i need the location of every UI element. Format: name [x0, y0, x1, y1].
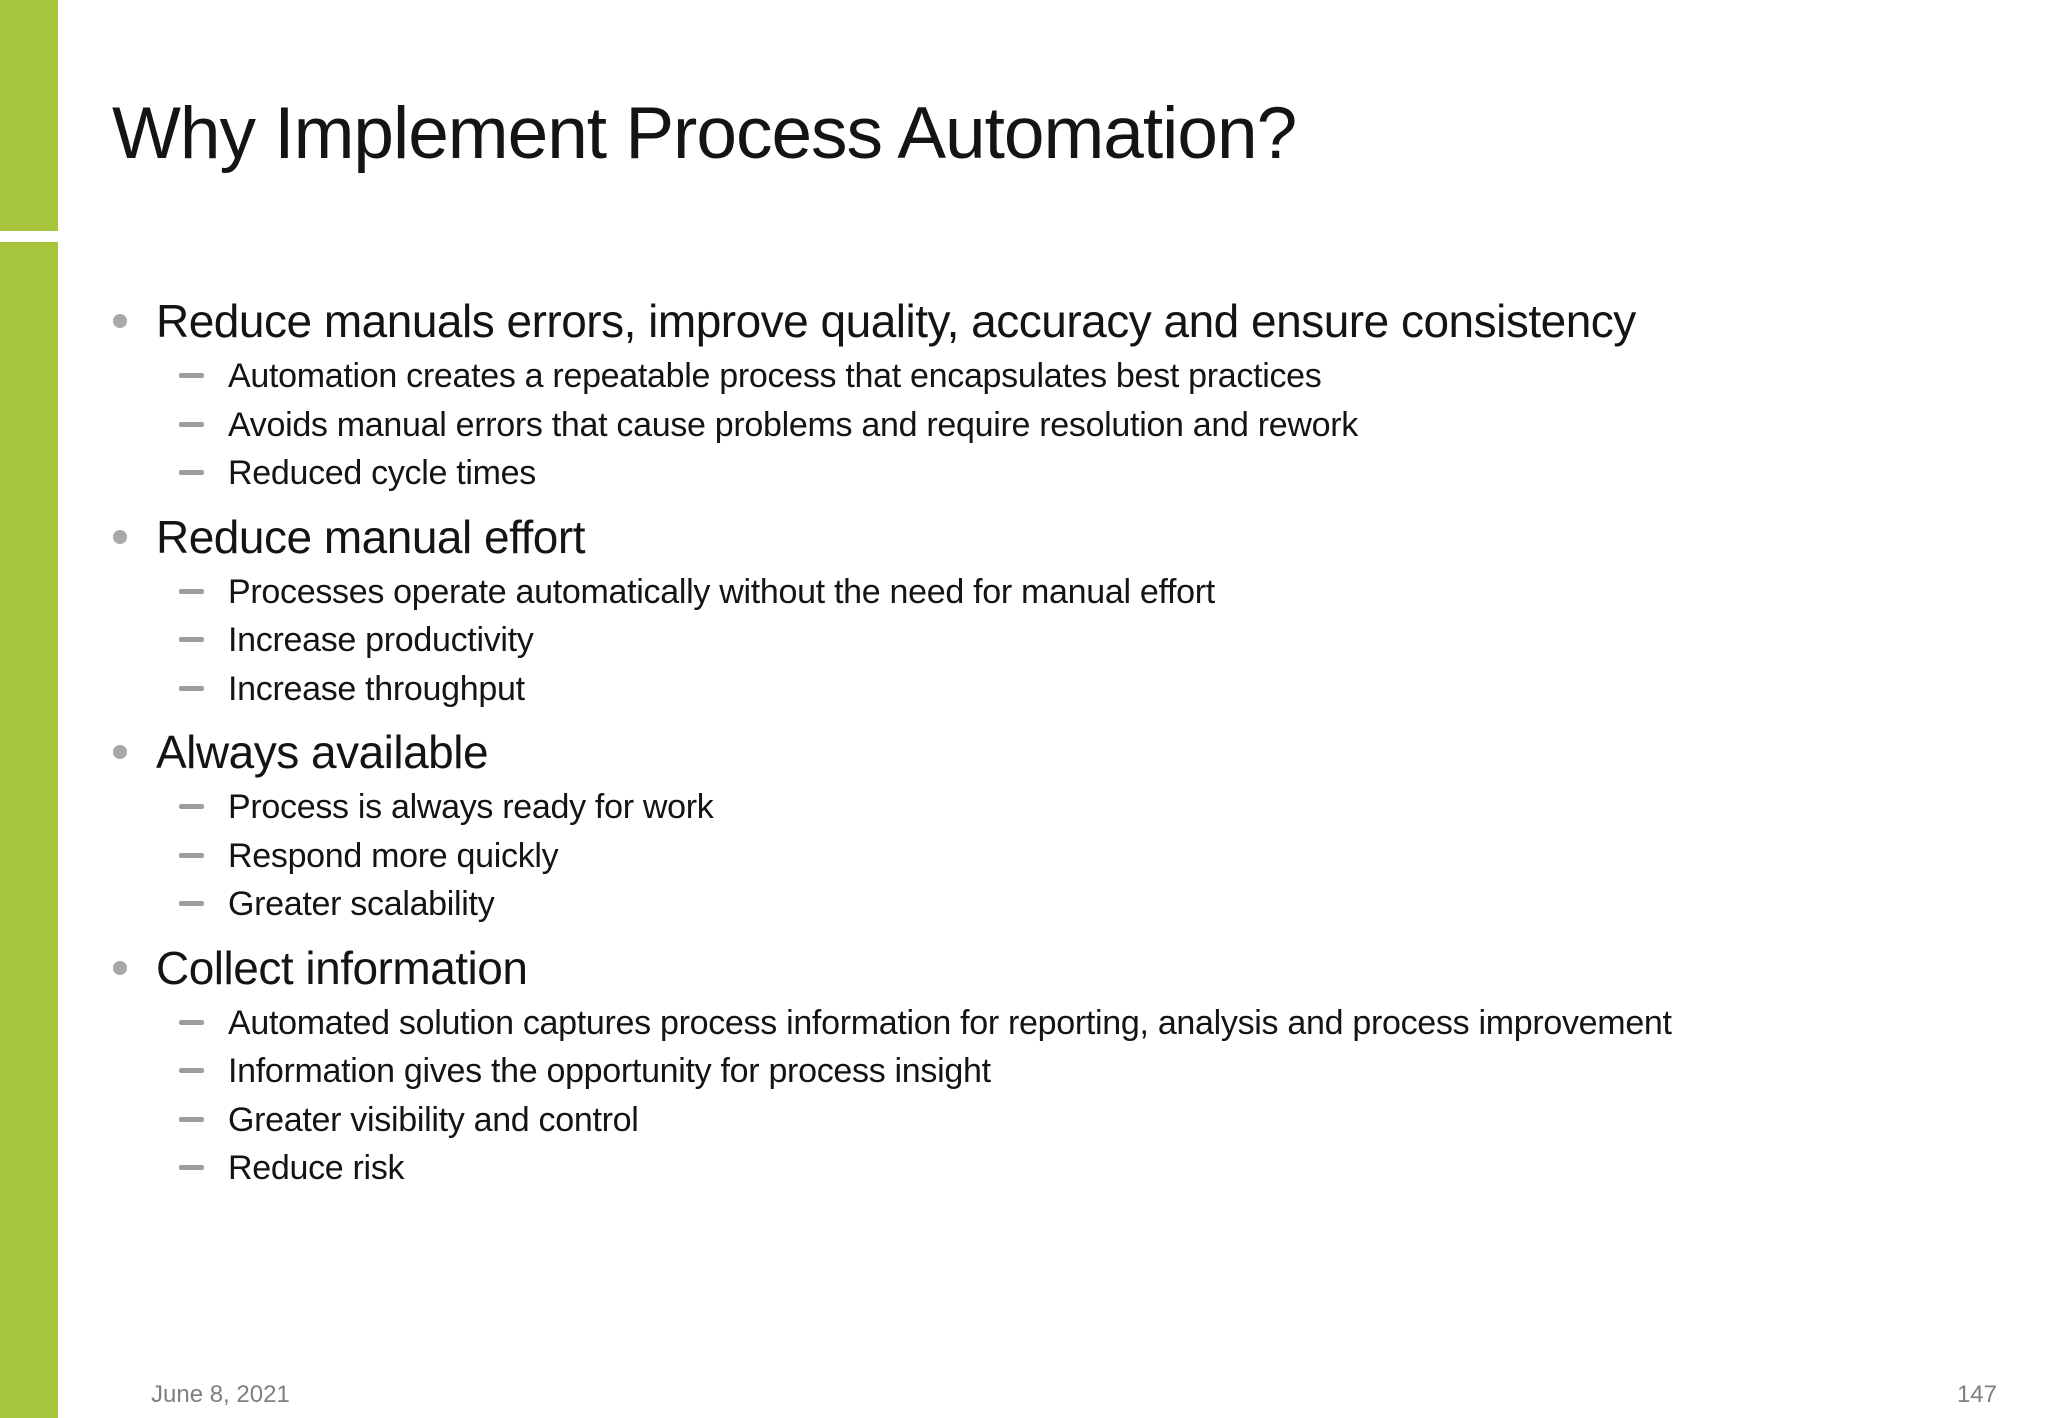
footer-date: June 8, 2021	[151, 1381, 290, 1408]
bullet-item-level2: Reduce risk	[110, 1149, 1788, 1188]
dash-bullet-icon	[179, 1165, 204, 1171]
bullet-item-text: Information gives the opportunity for pr…	[228, 1052, 991, 1091]
bullet-item-text: Reduce risk	[228, 1149, 405, 1188]
bullet-item-text: Reduce manual effort	[156, 510, 585, 563]
bullet-list: Reduce manuals errors, improve quality, …	[110, 294, 2008, 1189]
bullet-item-level2: Increase throughput	[110, 670, 1788, 709]
bullet-item-text: Increase productivity	[228, 621, 534, 660]
dash-bullet-icon	[179, 685, 204, 691]
dash-bullet-icon	[179, 470, 204, 476]
bullet-item-level1: Collect information	[110, 941, 2008, 995]
bullet-dot-icon	[113, 960, 127, 975]
bullet-item-text: Reduced cycle times	[228, 454, 536, 493]
accent-bar-top-segment	[0, 0, 58, 231]
bullet-section: Always available Process is always ready…	[110, 725, 2008, 925]
bullet-item-text: Avoids manual errors that cause problems…	[228, 405, 1358, 444]
bullet-item-level2: Processes operate automatically without …	[110, 573, 1788, 612]
dash-bullet-icon	[179, 588, 204, 594]
bullet-item-level2: Reduced cycle times	[110, 454, 1788, 493]
bullet-item-text: Collect information	[156, 941, 528, 994]
bullet-item-level1: Always available	[110, 725, 2008, 779]
dash-bullet-icon	[179, 637, 204, 643]
dash-bullet-icon	[179, 1020, 204, 1025]
accent-bar-bottom-segment	[0, 242, 58, 1418]
dash-bullet-icon	[179, 804, 204, 810]
bullet-dot-icon	[113, 529, 127, 544]
bullet-item-text: Always available	[156, 726, 489, 779]
bullet-item-level2: Information gives the opportunity for pr…	[110, 1052, 1788, 1091]
bullet-item-level2: Avoids manual errors that cause problems…	[110, 406, 1788, 445]
bullet-item-level2: Greater scalability	[110, 885, 1788, 924]
dash-bullet-icon	[179, 852, 204, 858]
bullet-section: Reduce manual effort Processes operate a…	[110, 510, 2008, 710]
bullet-item-text: Automation creates a repeatable process …	[228, 357, 1322, 396]
dash-bullet-icon	[179, 1068, 204, 1074]
bullet-item-level2: Respond more quickly	[110, 837, 1788, 876]
bullet-item-level2: Process is always ready for work	[110, 788, 1788, 827]
dash-bullet-icon	[179, 1116, 204, 1122]
slide-title: Why Implement Process Automation?	[112, 93, 1297, 174]
bullet-item-level2: Automation creates a repeatable process …	[110, 357, 1788, 396]
bullet-dot-icon	[113, 745, 127, 760]
bullet-item-text: Process is always ready for work	[228, 788, 714, 827]
bullet-item-text: Greater scalability	[228, 885, 495, 924]
dash-bullet-icon	[179, 421, 204, 427]
bullet-dot-icon	[113, 314, 127, 328]
dash-bullet-icon	[179, 373, 204, 379]
bullet-item-text: Increase throughput	[228, 669, 525, 708]
dash-bullet-icon	[179, 901, 204, 907]
bullet-item-text: Respond more quickly	[228, 836, 559, 875]
bullet-section: Collect information Automated solution c…	[110, 941, 2008, 1189]
bullet-item-text: Processes operate automatically without …	[228, 572, 1215, 611]
bullet-item-level1: Reduce manual effort	[110, 510, 2008, 564]
bullet-item-text: Reduce manuals errors, improve quality, …	[156, 295, 1636, 347]
bullet-section: Reduce manuals errors, improve quality, …	[110, 294, 2008, 494]
bullet-item-text: Automated solution captures process info…	[228, 1004, 1672, 1042]
bullet-item-level2: Increase productivity	[110, 621, 1788, 660]
bullet-item-text: Greater visibility and control	[228, 1100, 639, 1139]
page-number: 147	[1956, 1381, 1997, 1408]
bullet-item-level2: Greater visibility and control	[110, 1101, 1788, 1140]
bullet-item-level1: Reduce manuals errors, improve quality, …	[110, 294, 2008, 348]
bullet-item-level2: Automated solution captures process info…	[110, 1004, 1788, 1043]
